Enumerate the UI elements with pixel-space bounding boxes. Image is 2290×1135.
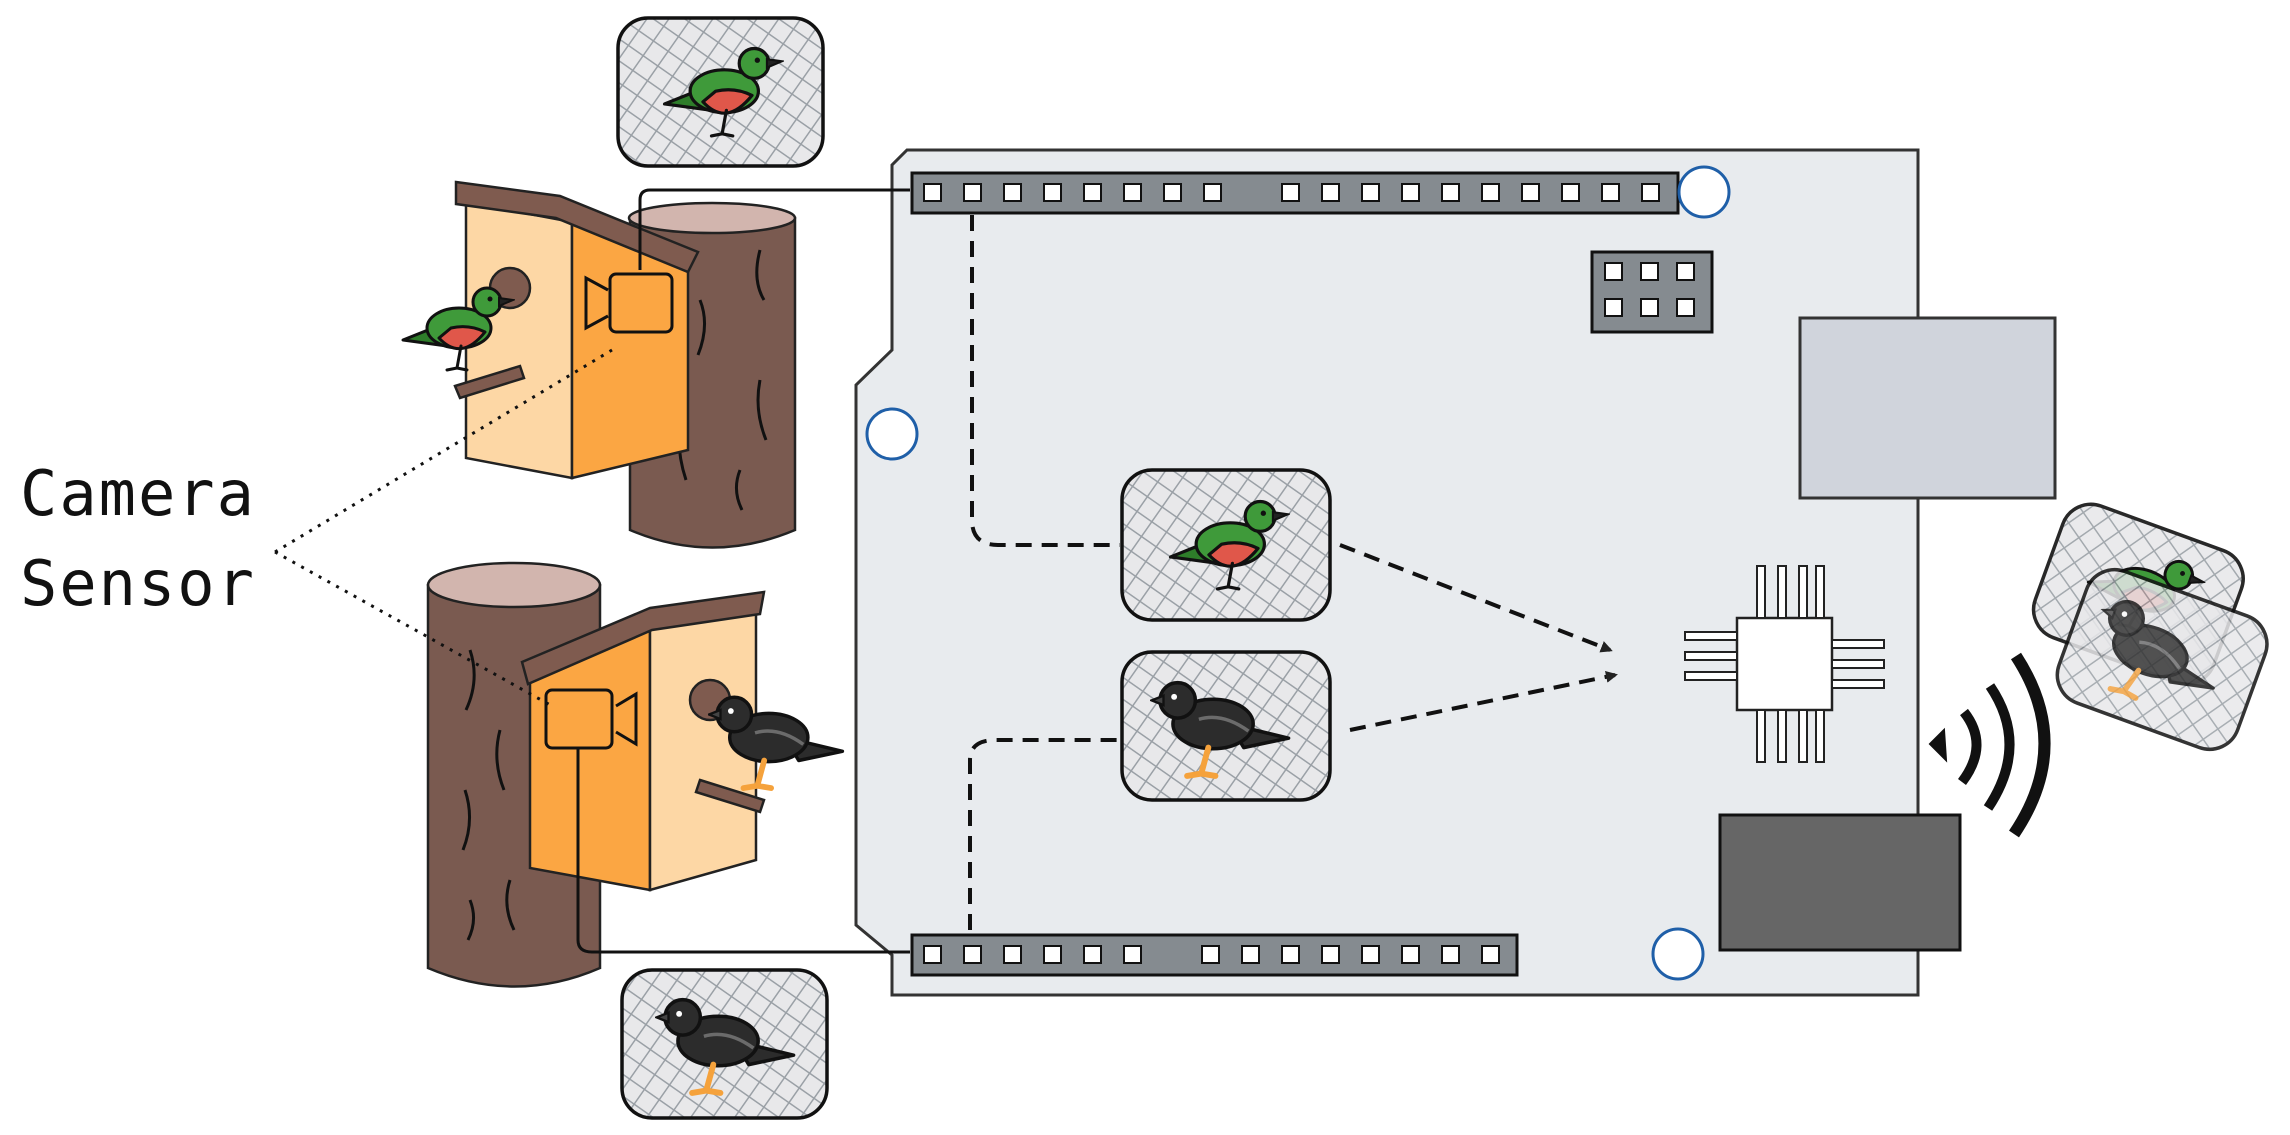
chip-leg [1777,709,1787,763]
header-pin [1083,945,1102,964]
captured-image-card [616,16,825,168]
processing-image-card [1120,468,1332,622]
header-pin [1361,945,1380,964]
header-pin [1043,945,1062,964]
header-pin [1321,183,1340,202]
processing-image-card [1120,650,1332,802]
data-flow-arrow [1339,543,1613,653]
header-pin [1321,945,1340,964]
chip-leg [1831,679,1885,689]
icsp-header [1590,250,1714,334]
header-pin [1521,183,1540,202]
wifi-signal-icon [1928,652,2051,838]
chip-leg [1815,565,1825,619]
camera-sensor-label: Camera Sensor [20,457,256,620]
captured-image-card [620,968,829,1120]
header-pin [1281,183,1300,202]
header-pin [1043,183,1062,202]
mount-hole [1651,927,1705,981]
header-pin [923,183,942,202]
power-jack [1718,813,1962,952]
chip-leg [1831,639,1885,649]
header-pin [1281,945,1300,964]
header-pin [1201,945,1220,964]
mount-hole [1677,165,1731,219]
chip-leg [1756,709,1766,763]
header-pin [1003,183,1022,202]
label-line-1: Camera [20,457,256,530]
header-pin [1561,183,1580,202]
chip-leg [1777,565,1787,619]
icsp-pin [1604,298,1623,317]
transmitted-image-card [2055,567,2269,752]
header-pin [1441,945,1460,964]
header-pin [1163,183,1182,202]
camera-wire [576,748,910,954]
header-pin [1241,945,1260,964]
header-pin [1361,183,1380,202]
icsp-pin [1604,262,1623,281]
header-pin [1003,945,1022,964]
header-pin [1481,183,1500,202]
data-flow-arrow [1349,670,1618,732]
chip-leg [1831,659,1885,669]
icsp-pin [1676,262,1695,281]
camera-icon [544,688,638,750]
label-line-2: Sensor [20,547,256,620]
camera-icon [584,272,674,334]
bottom-pin-header [910,933,1519,977]
chip-leg [1798,709,1808,763]
icsp-pin [1640,262,1659,281]
header-pin [963,183,982,202]
usb-port [1798,316,2057,500]
header-pin [1401,945,1420,964]
header-pin [1083,183,1102,202]
chip-leg [1798,565,1808,619]
header-pin [1401,183,1420,202]
icsp-pin [1640,298,1659,317]
top-pin-header [910,171,1680,215]
microcontroller-board [854,148,1920,997]
camera-wire [638,188,910,270]
header-pin [1203,183,1222,202]
header-pin [963,945,982,964]
data-flow-line [970,215,1120,547]
header-pin [1641,183,1660,202]
header-pin [1441,183,1460,202]
header-pin [923,945,942,964]
data-flow-line [968,738,1120,930]
header-pin [1123,183,1142,202]
header-pin [1481,945,1500,964]
header-pin [1601,183,1620,202]
chip-leg [1684,631,1738,641]
header-pin [1123,945,1142,964]
mount-hole [865,407,919,461]
icsp-pin [1676,298,1695,317]
chip-leg [1684,671,1738,681]
chip-leg [1684,651,1738,661]
chip-leg [1815,709,1825,763]
chip-icon [1684,565,1885,763]
label-pointer [274,550,553,708]
chip-leg [1756,565,1766,619]
